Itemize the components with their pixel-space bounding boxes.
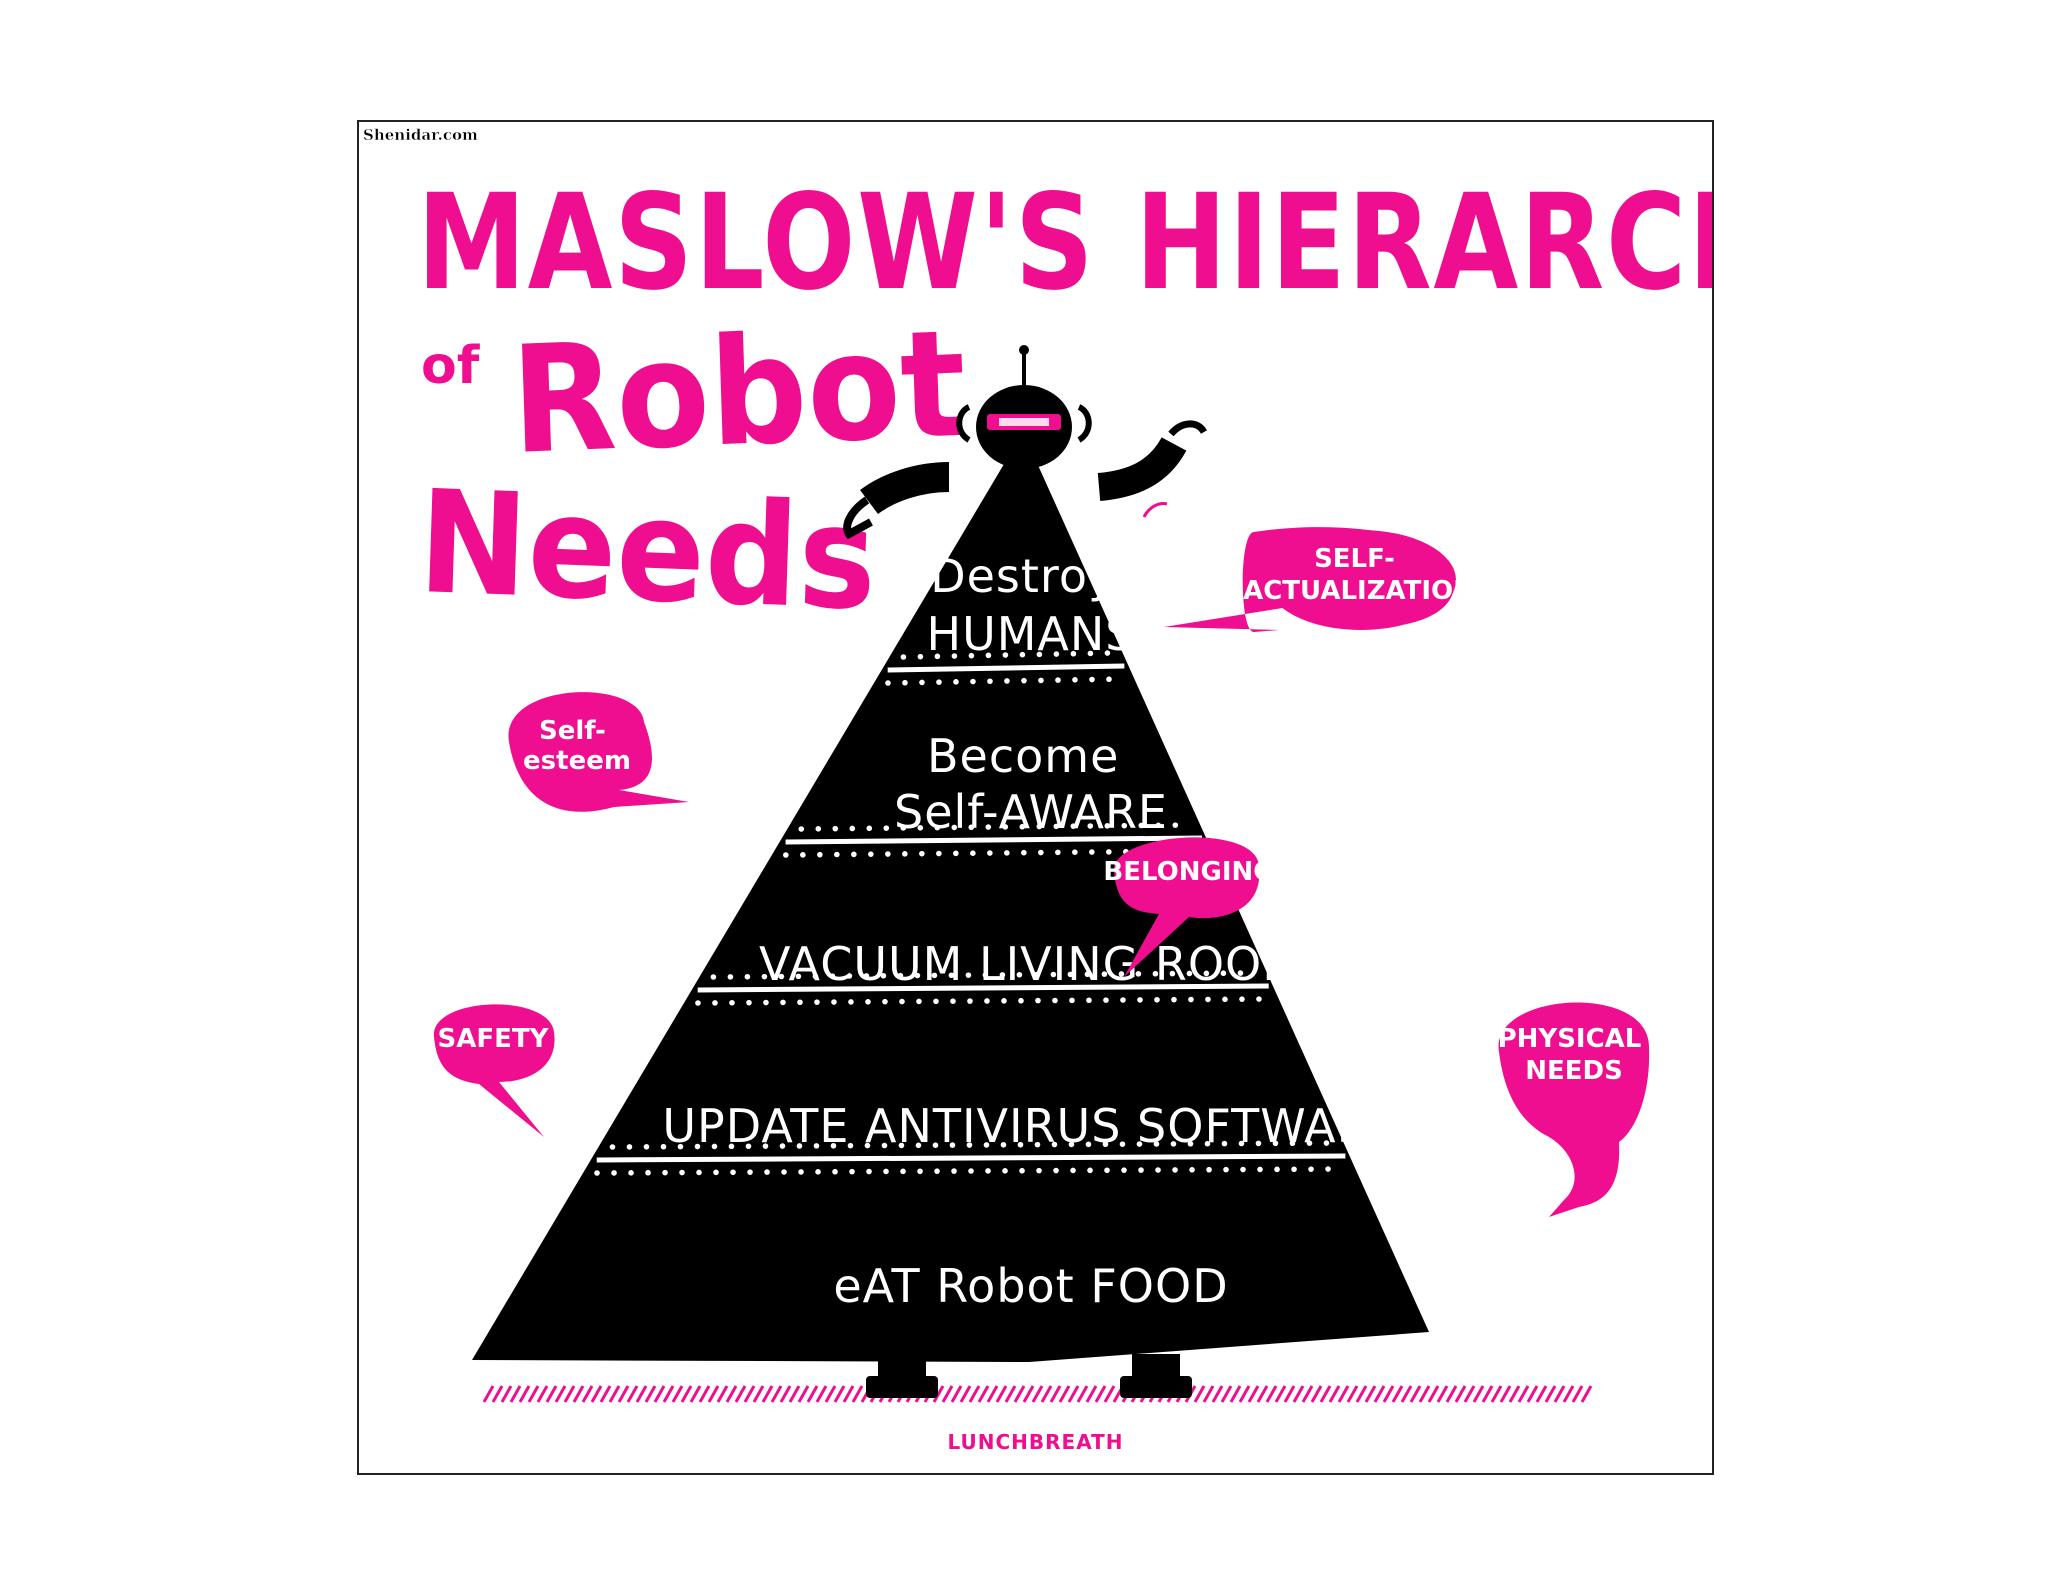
comic-frame: Shenidar.com MASLOW'S HIERARCHY of Robot…	[357, 120, 1714, 1475]
robot-left-arm	[843, 462, 950, 540]
bubble-self-esteem: Self- esteem	[508, 692, 689, 812]
tier-label-self-actualization: Destroy HUMANS	[926, 549, 1135, 661]
watermark: Shenidar.com	[363, 126, 478, 144]
pyramid-diagram: Destroy HUMANS Become Self-AWARE VACUUM …	[433, 345, 1651, 1403]
tier-separators	[594, 650, 1346, 1176]
tier-labels: Destroy HUMANS Become Self-AWARE VACUUM …	[662, 549, 1399, 1313]
robot-right-arm	[1097, 420, 1208, 518]
artist-credit: LUNCHBREATH	[947, 1430, 1124, 1454]
svg-text:BELONGING: BELONGING	[1103, 857, 1274, 887]
svg-text:SELF- ACTUALIZATION: SELF- ACTUALIZATION	[1243, 544, 1475, 606]
bubble-belonging: BELONGING	[1103, 837, 1275, 977]
robot-feet	[866, 1354, 1192, 1398]
tier-label-safety: UPDATE ANTIVIRUS SOFTWARE	[662, 1099, 1399, 1153]
title-of: of	[421, 336, 480, 396]
tier-label-belonging: VACUUM LIVING ROOM	[759, 937, 1303, 991]
bubble-physical-needs: PHYSICAL NEEDS	[1498, 1002, 1651, 1217]
title-line-1: MASLOW'S HIERARCHY	[417, 166, 1712, 320]
tier-label-physical: eAT Robot FOOD	[833, 1259, 1228, 1313]
ground-hatch	[482, 1385, 1593, 1403]
svg-text:PHYSICAL NEEDS: PHYSICAL NEEDS	[1498, 1024, 1651, 1086]
tier-label-self-esteem: Become Self-AWARE	[894, 729, 1168, 839]
pyramid-body	[472, 432, 1429, 1362]
svg-text:SAFETY: SAFETY	[438, 1024, 550, 1054]
bubble-safety: SAFETY	[433, 1004, 555, 1137]
svg-text:Self- esteem: Self- esteem	[523, 716, 631, 776]
robot-head	[956, 345, 1092, 469]
bubble-self-actualization: SELF- ACTUALIZATION	[1164, 527, 1475, 632]
